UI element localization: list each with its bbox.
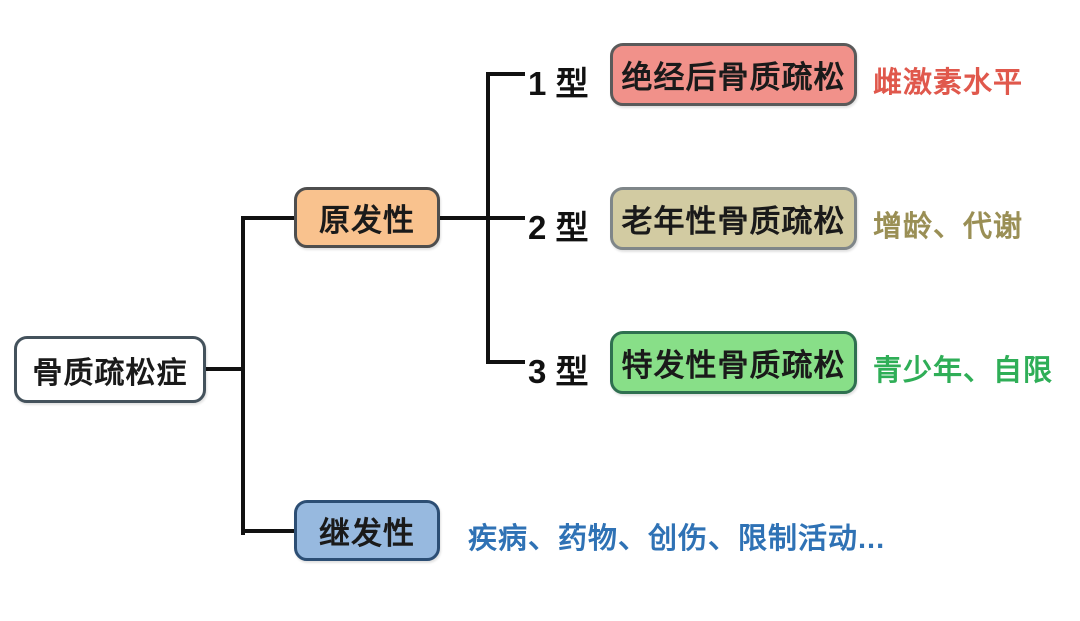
label-type-3: 3 型 xyxy=(528,353,589,390)
node-osteoporosis-root: 骨质疏松症 xyxy=(14,336,206,403)
label-type-1: 1 型 xyxy=(528,65,589,102)
note-aging-metabolism: 增龄、代谢 xyxy=(873,211,1024,243)
connector-bracket2-vertical xyxy=(486,72,490,364)
connector-root-to-bracket xyxy=(205,367,245,371)
note-secondary-causes: 疾病、药物、创伤、限制活动... xyxy=(468,523,886,555)
label-type-2: 2 型 xyxy=(528,209,589,246)
connector-to-type1 xyxy=(486,72,525,76)
node-postmenopausal: 绝经后骨质疏松 xyxy=(610,43,857,106)
connector-to-type3 xyxy=(486,360,525,364)
note-adolescent-selflimiting: 青少年、自限 xyxy=(873,355,1054,387)
node-senile: 老年性骨质疏松 xyxy=(610,187,857,250)
connector-bracket1-vertical xyxy=(241,216,245,535)
node-idiopathic: 特发性骨质疏松 xyxy=(610,331,857,394)
node-secondary: 继发性 xyxy=(294,500,440,561)
connector-to-primary xyxy=(241,216,297,220)
node-primary: 原发性 xyxy=(294,187,440,248)
note-estrogen-level: 雌激素水平 xyxy=(873,67,1024,99)
connector-to-secondary xyxy=(241,529,297,533)
connector-primary-to-type2 xyxy=(440,216,525,220)
